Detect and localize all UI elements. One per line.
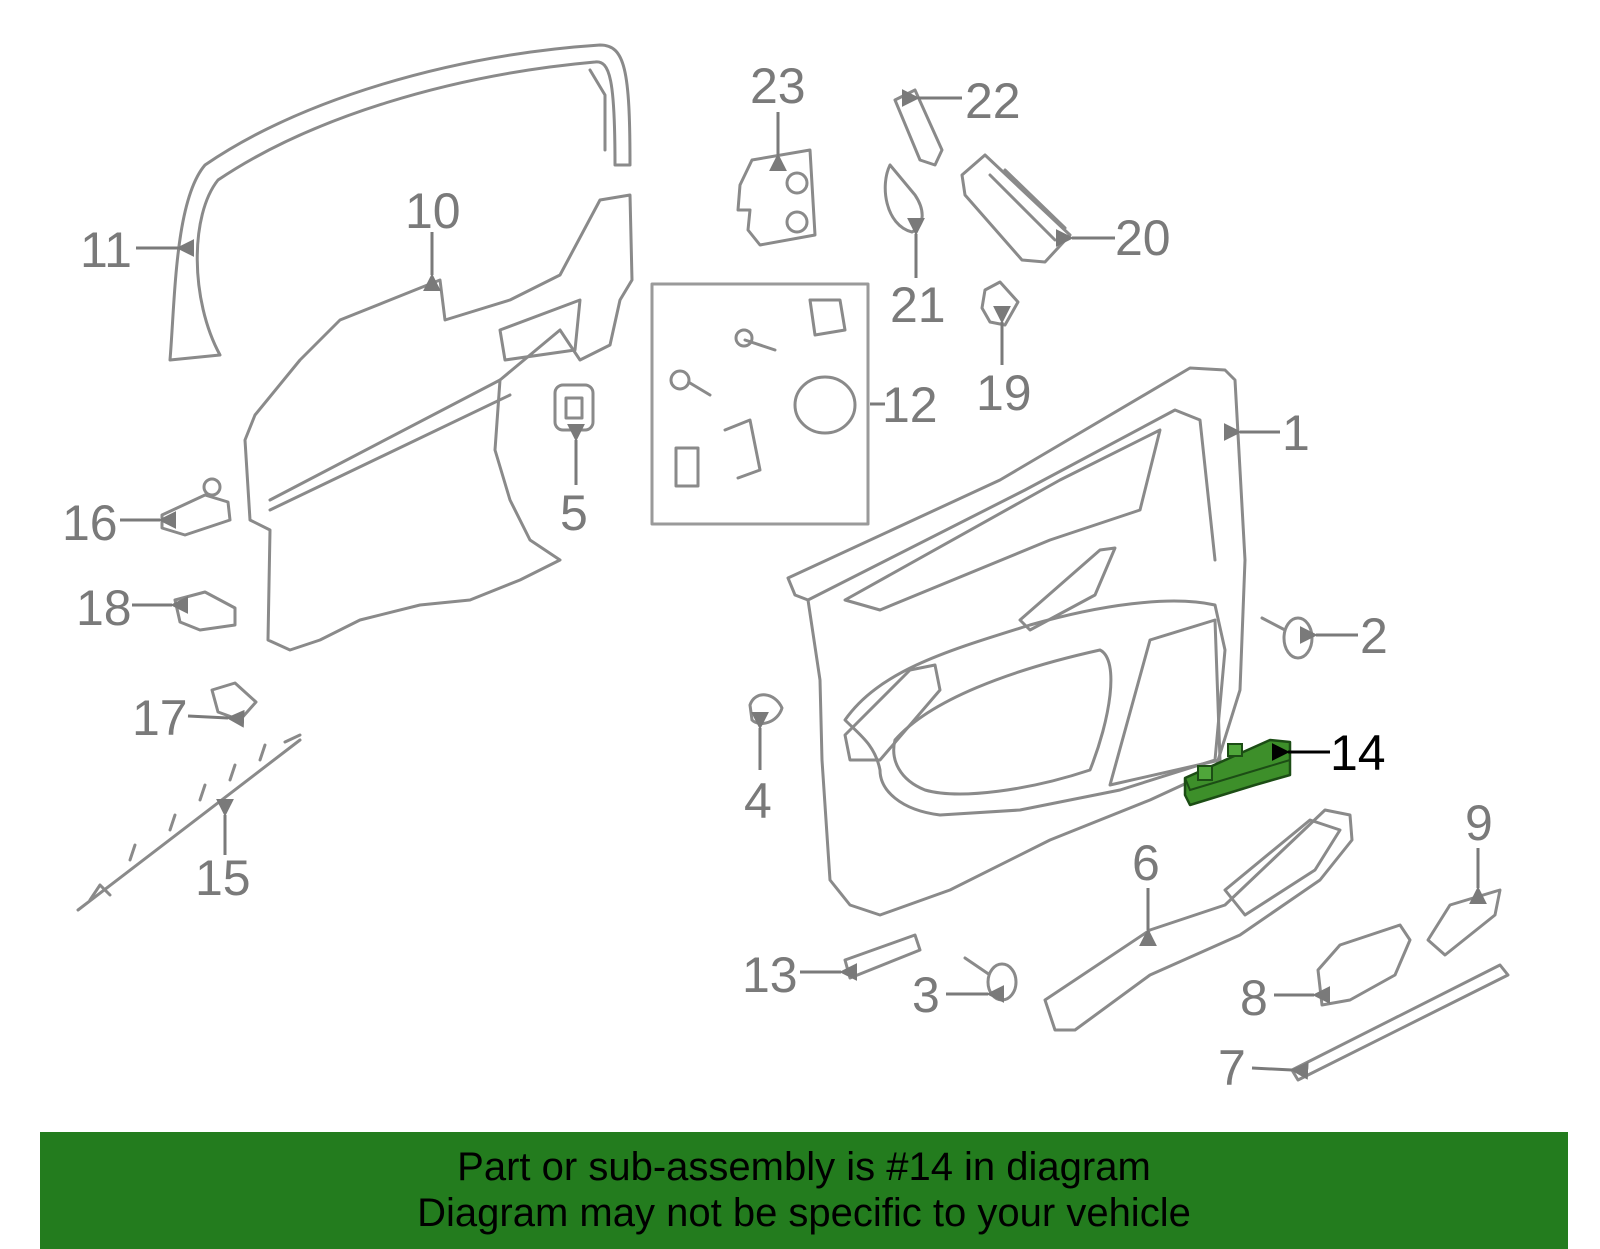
callout-15: 15 <box>195 850 251 906</box>
callout-12: 12 <box>882 377 938 433</box>
callout-18: 18 <box>76 580 132 636</box>
part-12-hardware-kit[interactable] <box>650 282 870 526</box>
callout-22: 22 <box>965 73 1021 129</box>
part-4-clip[interactable] <box>748 693 784 725</box>
info-banner: Part or sub-assembly is #14 in diagram D… <box>40 1132 1568 1249</box>
part-1-door-trim-panel[interactable] <box>786 366 1247 917</box>
part-13-switch[interactable] <box>843 933 922 980</box>
part-17-bracket[interactable] <box>210 681 258 722</box>
callout-19: 19 <box>976 365 1032 421</box>
part-14-highlighted-switch[interactable] <box>1183 738 1292 807</box>
callout-10: 10 <box>405 183 461 239</box>
part-9-cover[interactable] <box>1426 888 1502 957</box>
part-6-armrest[interactable] <box>1043 808 1354 1032</box>
callout-11: 11 <box>80 222 132 278</box>
part-22-trim[interactable] <box>893 88 944 167</box>
callout-labels: 1 2 3 4 5 6 7 8 9 10 11 12 13 14 15 16 1… <box>62 58 1493 1096</box>
parts-diagram: 1 2 3 4 5 6 7 8 9 10 11 12 13 14 15 16 1… <box>62 43 1510 1096</box>
callout-8: 8 <box>1240 970 1268 1026</box>
callout-9: 9 <box>1465 795 1493 851</box>
callout-17: 17 <box>132 690 188 746</box>
callout-6: 6 <box>1132 835 1160 891</box>
callout-5: 5 <box>560 485 588 541</box>
callout-arrows <box>120 89 1487 1080</box>
callout-7: 7 <box>1218 1040 1246 1096</box>
part-15-wiring-harness[interactable] <box>76 733 302 912</box>
banner-line-1: Part or sub-assembly is #14 in diagram <box>457 1145 1151 1189</box>
part-2-bolt[interactable] <box>1260 616 1314 660</box>
part-21-cover[interactable] <box>883 163 924 234</box>
callout-3: 3 <box>912 967 940 1023</box>
part-23-switch-module[interactable] <box>736 148 817 247</box>
part-8-handle[interactable] <box>1316 923 1412 1007</box>
callout-13: 13 <box>742 947 798 1003</box>
callout-20: 20 <box>1115 210 1171 266</box>
callout-2: 2 <box>1360 608 1388 664</box>
callout-4: 4 <box>744 773 772 829</box>
part-19-knob[interactable] <box>980 280 1020 327</box>
part-20-window-switch[interactable] <box>960 153 1072 264</box>
part-11-window-frame[interactable] <box>168 43 632 362</box>
callout-21: 21 <box>890 277 946 333</box>
callout-16: 16 <box>62 495 118 551</box>
banner-line-2: Diagram may not be specific to your vehi… <box>417 1191 1191 1235</box>
callout-23: 23 <box>750 58 806 114</box>
part-16-sensor[interactable] <box>160 477 232 537</box>
part-10-inner-panel[interactable] <box>243 193 634 652</box>
callout-1: 1 <box>1282 405 1310 461</box>
part-18-connector[interactable] <box>173 590 237 632</box>
callout-14: 14 <box>1330 725 1386 781</box>
part-5-clip[interactable] <box>553 383 595 432</box>
